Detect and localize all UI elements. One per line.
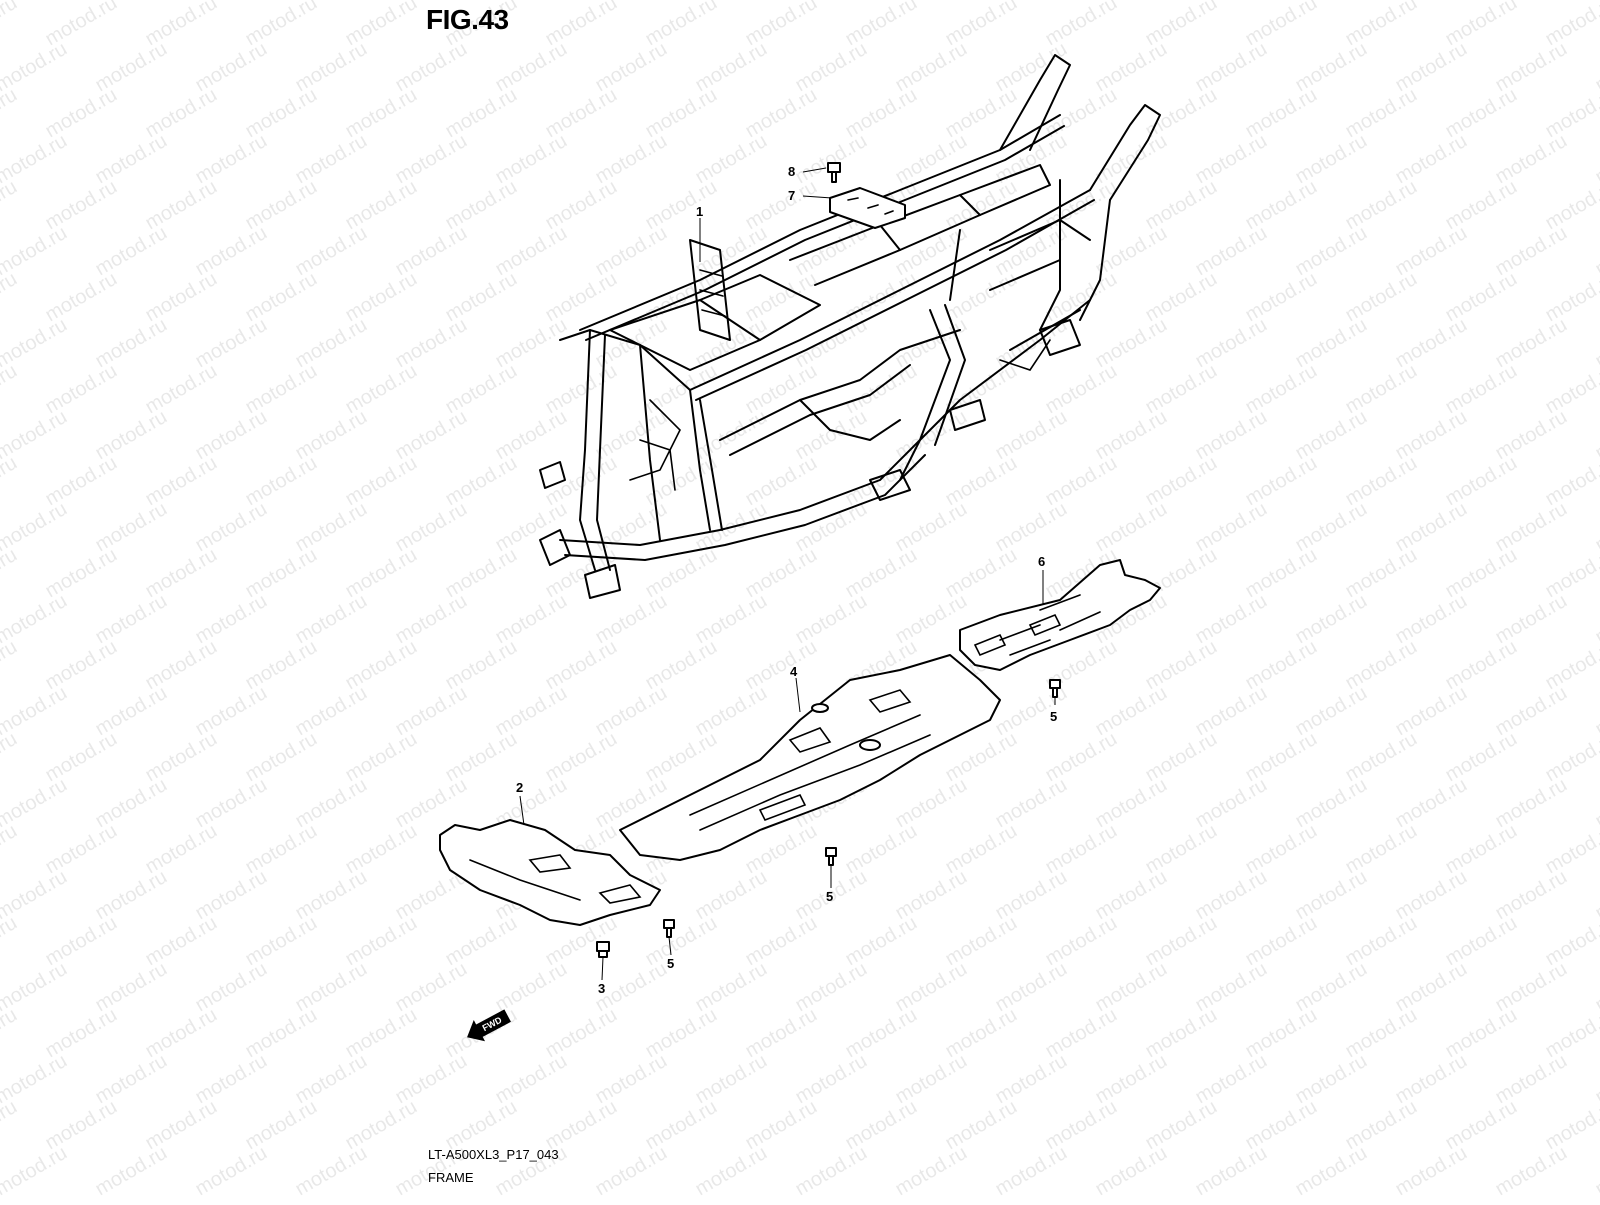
watermark-text: motod.ru xyxy=(1592,130,1600,189)
watermark-text: motod.ru xyxy=(692,1142,771,1200)
watermark-text: motod.ru xyxy=(1542,820,1600,879)
watermark-text: motod.ru xyxy=(0,268,21,327)
callout-2: 2 xyxy=(516,780,523,795)
callout-8: 8 xyxy=(788,164,795,179)
watermark-text: motod.ru xyxy=(1542,360,1600,419)
watermark-text: motod.ru xyxy=(0,1142,71,1200)
watermark-text: motod.ru xyxy=(1542,84,1600,143)
watermark-text: motod.ru xyxy=(1592,498,1600,557)
watermark-text: motod.ru xyxy=(1592,222,1600,281)
callout-5a: 5 xyxy=(1050,709,1057,724)
bolt-part-8 xyxy=(828,163,840,182)
watermark-text: motod.ru xyxy=(0,176,21,235)
watermark-text: motod.ru xyxy=(0,1004,21,1063)
callout-4: 4 xyxy=(790,664,798,679)
callout-3: 3 xyxy=(598,981,605,996)
watermark-text: motod.ru xyxy=(1592,314,1600,373)
watermark-text: motod.ru xyxy=(0,728,21,787)
watermark-text: motod.ru xyxy=(992,1142,1071,1200)
callout-6: 6 xyxy=(1038,554,1045,569)
figure-code: LT-A500XL3_P17_043 xyxy=(428,1147,559,1162)
watermark-text: motod.ru xyxy=(1592,38,1600,97)
bolt-part-5-b xyxy=(826,848,836,865)
watermark-text: motod.ru xyxy=(0,544,21,603)
nut-part-3 xyxy=(597,942,609,957)
figure-name: FRAME xyxy=(428,1170,474,1185)
watermark-text: motod.ru xyxy=(1592,958,1600,1017)
watermark-text: motod.ru xyxy=(1592,1142,1600,1200)
callout-5b: 5 xyxy=(826,889,833,904)
watermark-text: motod.ru xyxy=(0,820,21,879)
watermark-text: motod.ru xyxy=(1592,682,1600,741)
watermark-text: motod.ru xyxy=(0,1096,21,1155)
watermark-text: motod.ru xyxy=(0,0,21,50)
figure-title: FIG.43 xyxy=(426,4,509,36)
watermark-text: motod.ru xyxy=(1592,590,1600,649)
watermark-text: motod.ru xyxy=(1542,636,1600,695)
watermark-text: motod.ru xyxy=(1542,728,1600,787)
watermark-text: motod.ru xyxy=(0,360,21,419)
watermark-text: motod.ru xyxy=(1292,1142,1371,1200)
watermark-text: motod.ru xyxy=(792,1142,871,1200)
watermark-text: motod.ru xyxy=(192,1142,271,1200)
watermark-text: motod.ru xyxy=(1592,774,1600,833)
watermark-text: motod.ru xyxy=(0,452,21,511)
watermark-text: motod.ru xyxy=(1542,176,1600,235)
watermark-text: motod.ru xyxy=(1542,912,1600,971)
watermark-text: motod.ru xyxy=(1542,268,1600,327)
watermark-text: motod.ru xyxy=(1542,452,1600,511)
watermark-text: motod.ru xyxy=(1592,866,1600,925)
callout-1: 1 xyxy=(696,204,703,219)
watermark-text: motod.ru xyxy=(92,1142,171,1200)
watermark-text: motod.ru xyxy=(1542,1004,1600,1063)
watermark-text: motod.ru xyxy=(1392,1142,1471,1200)
watermark-text: motod.ru xyxy=(892,1142,971,1200)
watermark-text: motod.ru xyxy=(1592,406,1600,465)
watermark-text: motod.ru xyxy=(1542,544,1600,603)
watermark-text: motod.ru xyxy=(0,912,21,971)
watermark-text: motod.ru xyxy=(1192,1142,1271,1200)
callout-5c: 5 xyxy=(667,956,674,971)
watermark-text: motod.ru xyxy=(592,1142,671,1200)
watermark-text: motod.ru xyxy=(292,1142,371,1200)
callout-7: 7 xyxy=(788,188,795,203)
watermark-text: motod.ru xyxy=(1592,1050,1600,1109)
watermark-text: motod.ru xyxy=(1092,1142,1171,1200)
watermark-text: motod.ru xyxy=(0,84,21,143)
watermark-text: motod.ru xyxy=(1492,1142,1571,1200)
watermark-text: motod.ru xyxy=(0,636,21,695)
watermark-text: motod.ru xyxy=(1542,1096,1600,1155)
